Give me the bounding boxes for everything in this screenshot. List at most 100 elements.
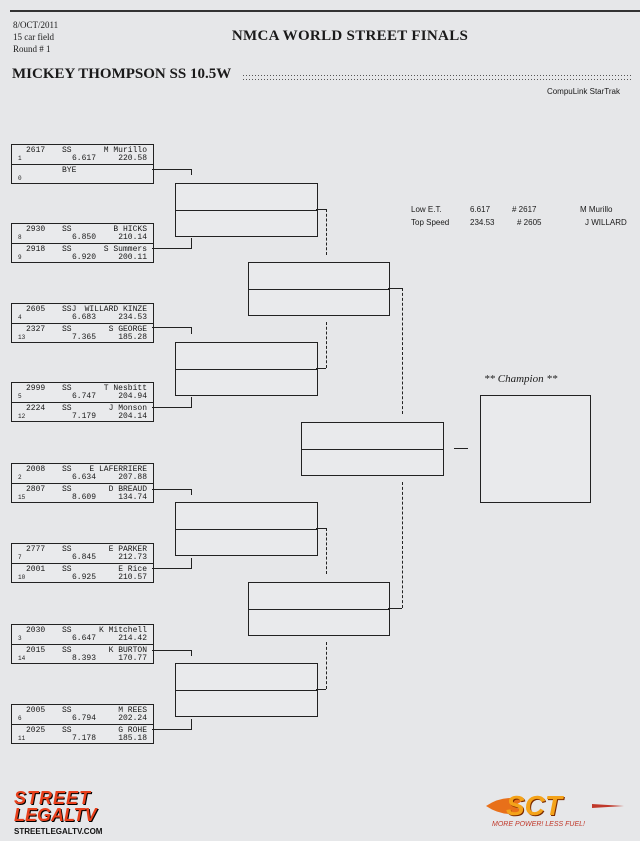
top-speed-label: Top Speed [411,218,450,227]
connector [326,209,327,255]
top-rule [10,10,640,12]
entry-driver: G ROHE [118,726,147,735]
entry-car: 2807 [26,485,46,494]
entry-seed: 15 [18,494,26,501]
entry-cls: BYE [62,166,77,175]
top-speed-car: # 2605 [517,218,542,227]
entry-et: 8.393 [72,654,97,663]
entry-driver: J Monson [108,404,147,413]
entry-seed: 9 [18,254,22,261]
entry-car: 2617 [26,146,46,155]
entry-cls: SS [62,384,72,393]
entry-speed: 207.88 [118,473,147,482]
champion-box [480,395,591,503]
entry-speed: 204.14 [118,412,147,421]
entry-speed: 214.42 [118,634,147,643]
entry-car: 2918 [26,245,46,254]
entry-cls: SS [62,225,72,234]
entry-speed: 220.58 [118,154,147,163]
sct-logo: SCT MORE POWER! LESS FUEL! [484,790,630,830]
connector [402,288,403,414]
connector [326,642,327,689]
entry-et: 6.634 [72,473,97,482]
connector [152,169,192,170]
low-et-value: 6.617 [470,205,491,214]
entry-speed: 202.24 [118,714,147,723]
entry-driver: B HICKS [113,225,147,234]
title-leader-dots [243,75,633,81]
entry-cls: SS [62,404,72,413]
round2-slot-3 [175,502,318,556]
entry-speed: 204.94 [118,392,147,401]
entry-car: 2015 [26,646,46,655]
entry-et: 6.850 [72,233,97,242]
entry-speed: 185.28 [118,333,147,342]
entry-seed: 2 [18,474,22,481]
connector [316,528,326,529]
connector [191,238,192,249]
entry-cls: SS [62,245,72,254]
entry-et: 7.365 [72,333,97,342]
entry-seed: 12 [18,413,26,420]
entry-speed: 212.73 [118,553,147,562]
entry-car: 2030 [26,626,46,635]
connector [152,650,192,651]
entry-driver: E LAFERRIERE [89,465,147,474]
entry-seed: 5 [18,393,22,400]
semifinal-slot-1 [248,262,390,316]
entry-et: 7.178 [72,734,97,743]
entry-seed: 0 [18,175,22,182]
entry-driver: M Murillo [103,146,147,155]
entry-et: 6.920 [72,253,97,262]
streetlegaltv-logo: STREET LEGALTV STREETLEGALTV.COM [14,788,103,836]
entry-driver: WILLARD KINZE [84,305,147,314]
entry-speed: 200.11 [118,253,147,262]
connector [191,327,192,334]
round2-slot-1 [175,183,318,237]
event-date: 8/OCT/2011 [13,20,59,30]
entry-et: 6.747 [72,392,97,401]
top-speed-value: 234.53 [470,218,495,227]
connector [326,528,327,574]
connector [152,407,192,408]
entry-driver: E PARKER [108,545,147,554]
low-et-car: # 2617 [512,205,537,214]
entry-seed: 6 [18,715,22,722]
entry-et: 7.179 [72,412,97,421]
entry-seed: 14 [18,655,26,662]
entry-cls: SS [62,565,72,574]
entry-speed: 210.57 [118,573,147,582]
entry-driver: T Nesbitt [103,384,147,393]
round2-slot-2 [175,342,318,396]
entry-car: 2224 [26,404,46,413]
entry-cls: SS [62,146,72,155]
software-credit: CompuLink StarTrak [546,87,620,96]
connector [316,689,326,690]
connector [191,558,192,569]
entry-driver: S GEORGE [108,325,147,334]
entry-driver: K BURTON [108,646,147,655]
entry-speed: 170.77 [118,654,147,663]
entry-et: 6.925 [72,573,97,582]
connector [316,368,326,369]
top-speed-driver: J WILLARD [585,218,627,227]
connector [152,568,192,569]
connector [191,489,192,495]
low-et-label: Low E.T. [411,205,442,214]
connector [191,169,192,175]
entry-car: 2777 [26,545,46,554]
